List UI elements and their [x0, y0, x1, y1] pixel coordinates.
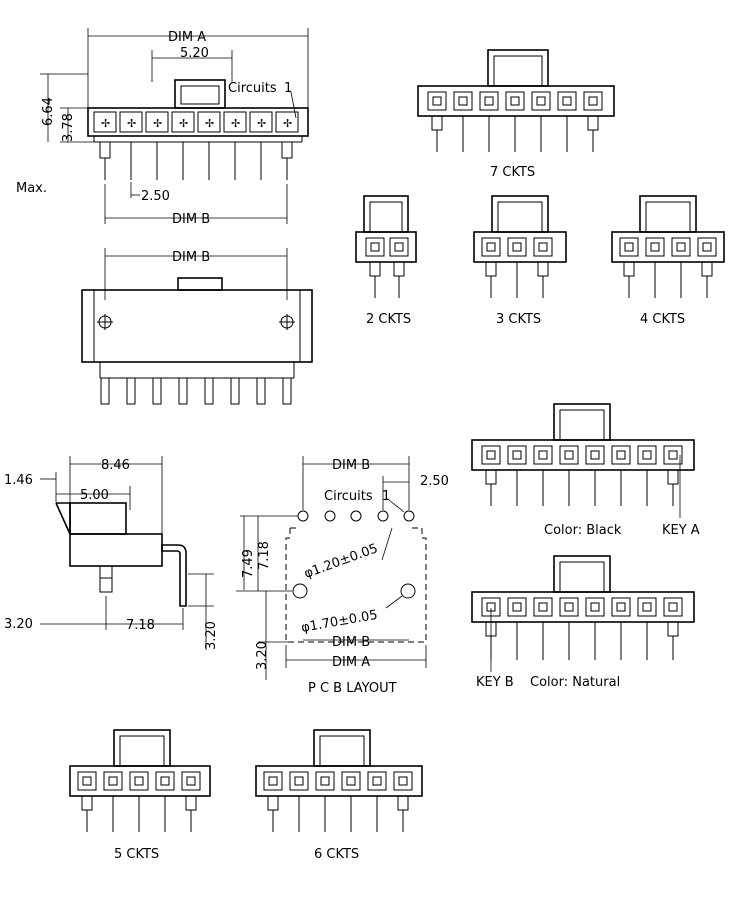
bottom-view-pegs	[97, 314, 295, 330]
pcb-hole-1: φ1.20±0.05	[302, 541, 380, 582]
label-color-black: Color: Black	[544, 523, 622, 538]
top-view: DIM A 5.20 ✢ ✢ ✢ ✢ ✢ ✢ ✢ ✢	[16, 28, 309, 227]
pcb-dim-3-20: 3.20	[255, 641, 270, 670]
bottom-view-pins	[100, 377, 292, 405]
variant-2-ckts: 2 CKTS	[355, 195, 417, 327]
side-view: 8.46 1.46 5.00 3.20 7.18 3.20	[4, 456, 219, 650]
side-dim-3-20-left: 3.20	[4, 617, 33, 632]
pcb-hole-2: φ1.70±0.05	[300, 608, 379, 636]
top-dim-2-50: 2.50	[141, 189, 170, 204]
pcb-dim-a: DIM A	[332, 655, 370, 670]
label-key-b: KEY B	[476, 675, 514, 690]
variant-6-ckts: 6 CKTS	[255, 729, 423, 862]
top-dim-6-64: 6.64	[41, 97, 56, 126]
variant-4-ckts: 4 CKTS	[611, 195, 725, 327]
pcb-dim-7-49: 7.49	[241, 549, 256, 578]
pcb-circuit-1: 1	[382, 489, 390, 504]
pcb-circuits-label: Circuits	[324, 489, 373, 504]
svg-text:✢: ✢	[257, 117, 266, 130]
variant-3-ckts: 3 CKTS	[473, 195, 567, 327]
svg-text:✢: ✢	[127, 117, 136, 130]
label-4-ckts: 4 CKTS	[640, 312, 685, 327]
label-7-ckts: 7 CKTS	[490, 165, 535, 180]
variant-5-ckts: 5 CKTS	[69, 729, 211, 862]
label-2-ckts: 2 CKTS	[366, 312, 411, 327]
label-3-ckts: 3 CKTS	[496, 312, 541, 327]
side-dim-5-00: 5.00	[80, 488, 109, 503]
label-5-ckts: 5 CKTS	[114, 847, 159, 862]
bottom-view: DIM B	[81, 248, 313, 405]
top-view-pins	[99, 141, 293, 180]
side-dim-8-46: 8.46	[101, 458, 130, 473]
top-view-pin-cells: ✢ ✢ ✢ ✢ ✢ ✢ ✢ ✢	[93, 111, 299, 133]
bottom-dim-b: DIM B	[172, 250, 210, 265]
side-dim-3-20-right: 3.20	[204, 621, 219, 650]
pcb-peg-hole-left	[292, 583, 308, 599]
label-color-natural: Color: Natural	[530, 675, 620, 690]
pcb-title: P C B LAYOUT	[308, 681, 397, 696]
pcb-dim-2-50: 2.50	[420, 474, 449, 489]
svg-text:✢: ✢	[283, 117, 292, 130]
svg-text:✢: ✢	[231, 117, 240, 130]
top-dim-a: DIM A	[168, 30, 206, 45]
pcb-hole-row	[297, 510, 415, 522]
svg-text:✢: ✢	[179, 117, 188, 130]
top-dim-5-20: 5.20	[180, 46, 209, 61]
top-dim-3-78: 3.78	[61, 113, 76, 142]
side-dim-7-18: 7.18	[126, 618, 155, 633]
side-dim-1-46: 1.46	[4, 473, 33, 488]
variant-color-natural: KEY B Color: Natural	[471, 555, 695, 690]
top-max-label: Max.	[16, 181, 47, 196]
pcb-dim-b-bottom: DIM B	[332, 635, 370, 650]
variant-color-black: Color: Black KEY A	[471, 403, 700, 538]
top-circuits-label: Circuits	[228, 81, 277, 96]
pcb-dim-b-top: DIM B	[332, 458, 370, 473]
svg-text:✢: ✢	[153, 117, 162, 130]
pcb-dim-7-18: 7.18	[257, 541, 272, 570]
label-6-ckts: 6 CKTS	[314, 847, 359, 862]
pcb-peg-hole-right	[400, 583, 416, 599]
svg-text:✢: ✢	[101, 117, 110, 130]
pcb-layout: DIM B 2.50 Circuits 1 7.49 7.18 φ1.20±0.…	[236, 456, 449, 696]
label-key-a: KEY A	[662, 523, 700, 538]
top-dim-b: DIM B	[172, 212, 210, 227]
variant-7-ckts: 7 CKTS	[417, 49, 615, 180]
top-circuit-1: 1	[284, 81, 292, 96]
svg-text:✢: ✢	[205, 117, 214, 130]
